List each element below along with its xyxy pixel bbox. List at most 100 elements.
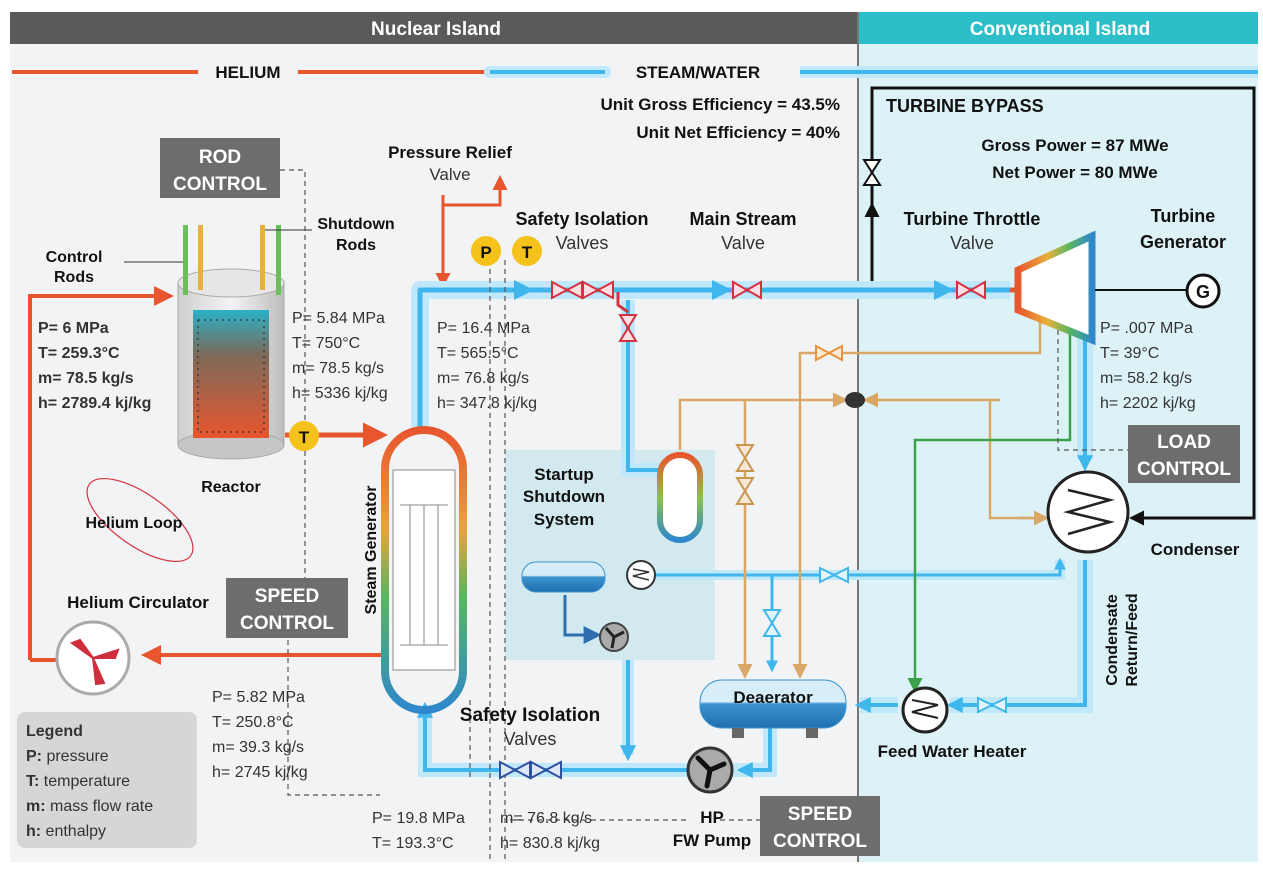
turbine-icon (1014, 230, 1096, 346)
reactor-inlet-state: P= 6 MPa T= 259.3°C m= 78.5 kg/s h= 2789… (38, 320, 151, 412)
deaerator-tank (699, 679, 847, 738)
startup-drain-line (563, 595, 602, 644)
condenser-label: Condenser (1151, 540, 1240, 559)
svg-text:h= 347.8 kj/kg: h= 347.8 kj/kg (437, 395, 537, 412)
svg-text:h= 2789.4 kj/kg: h= 2789.4 kj/kg (38, 395, 151, 412)
turbine-throttle-sub: Valve (950, 233, 994, 253)
main-stream-label: Main Stream (689, 209, 796, 229)
helium-loop-label: HELIUM (215, 63, 280, 82)
heater-extraction-line (907, 320, 1072, 693)
reactor-label: Reactor (201, 479, 261, 496)
startup-separator-tank (657, 452, 703, 543)
helium-circulator-icon (55, 620, 131, 696)
pressure-relief-label: Pressure Relief (388, 143, 512, 162)
svg-text:m= 39.3 kg/s: m= 39.3 kg/s (212, 739, 304, 756)
safety-isolation-bottom-label: Safety Isolation (460, 705, 600, 726)
svg-text:m= 76.8 kg/s: m= 76.8 kg/s (437, 370, 529, 387)
feedwater-pt-state: P= 19.8 MPa T= 193.3°C (372, 810, 465, 852)
net-power: Net Power = 80 MWe (992, 163, 1158, 182)
startup-drum (521, 561, 606, 593)
conventional-island-title: Conventional Island (970, 19, 1151, 40)
startup-label-1: Startup (534, 465, 594, 484)
rod-control-box: ROD CONTROL (160, 138, 280, 198)
legend-item-h: h: enthalpy (26, 823, 106, 840)
turbine-throttle-label: Turbine Throttle (904, 209, 1041, 229)
main-stream-valve-icon (732, 280, 762, 300)
svg-text:m= 78.5 kg/s: m= 78.5 kg/s (38, 370, 134, 387)
control-signal-lines (280, 169, 1128, 860)
turbine-generator-label-2: Generator (1140, 232, 1226, 252)
deaerator-label: Deaerator (733, 688, 813, 707)
svg-text:T= 39°C: T= 39°C (1100, 345, 1159, 362)
startup-pump-icon (599, 622, 629, 652)
legend-title: Legend (26, 723, 83, 740)
svg-text:P= 6 MPa: P= 6 MPa (38, 320, 109, 337)
speed-control-box-bottom: SPEED CONTROL (760, 796, 880, 856)
conventional-island-header (858, 12, 1258, 44)
safety-isolation-bottom-sub: Valves (504, 729, 557, 749)
pressure-relief-sub: Valve (429, 165, 470, 184)
svg-text:h= 2202 kj/kg: h= 2202 kj/kg (1100, 395, 1196, 412)
tan-valves-icon (735, 444, 755, 505)
turbine-bypass-label: TURBINE BYPASS (886, 96, 1044, 116)
startup-valve-icon (618, 314, 638, 342)
svg-text:T= 259.3°C: T= 259.3°C (38, 345, 120, 362)
turbine-bypass-line (870, 86, 1256, 526)
svg-text:P= 5.84 MPa: P= 5.84 MPa (292, 310, 385, 327)
hp-pump-label-1: HP (700, 808, 724, 827)
svg-text:SPEED: SPEED (788, 804, 852, 825)
startup-heat-exchanger-icon (626, 560, 656, 590)
main-stream-sub: Valve (721, 233, 765, 253)
startup-label-2: Shutdown (523, 487, 605, 506)
shutdown-rods-label-1: Shutdown (317, 216, 394, 233)
pressure-badge (471, 236, 501, 266)
startup-branch-line (621, 300, 662, 477)
reactor-vessel (124, 225, 312, 460)
generator-badge: G (1196, 282, 1210, 302)
feedwater-line (417, 701, 777, 778)
generator-icon (1185, 273, 1221, 309)
main-steam-line (411, 281, 1010, 430)
temperature-badge-label: T (522, 243, 533, 262)
pressure-badge-label: P (480, 243, 491, 262)
svg-text:T= 250.8°C: T= 250.8°C (212, 714, 294, 731)
svg-text:P= .007 MPa: P= .007 MPa (1100, 320, 1193, 337)
gross-efficiency: Unit Gross Efficiency = 43.5% (600, 95, 840, 114)
extraction-valve-icon (815, 344, 843, 362)
svg-text:h= 5336 kj/kg: h= 5336 kj/kg (292, 385, 388, 402)
svg-text:SPEED: SPEED (255, 586, 319, 607)
control-rods-label-1: Control (46, 249, 103, 266)
svg-text:T= 193.3°C: T= 193.3°C (372, 835, 454, 852)
svg-text:P= 5.82 MPa: P= 5.82 MPa (212, 689, 305, 706)
bypass-valve-icon (862, 159, 882, 186)
turbine-throttle-valve-icon (956, 280, 986, 300)
feedwater-mh-state: m= 76.8 kg/s h= 830.8 kj/kg (500, 810, 600, 852)
feed-water-heater-icon (901, 686, 949, 734)
feed-water-heater-label: Feed Water Heater (878, 742, 1027, 761)
legend-item-m: m: mass flow rate (26, 798, 153, 815)
condenser-icon (1046, 470, 1130, 554)
nuclear-island-header (10, 12, 858, 44)
net-efficiency: Unit Net Efficiency = 40% (636, 123, 840, 142)
svg-text:m= 58.2 kg/s: m= 58.2 kg/s (1100, 370, 1192, 387)
safety-isolation-top-label: Safety Isolation (515, 209, 648, 229)
svg-text:T= 750°C: T= 750°C (292, 335, 360, 352)
helium-circulator-label: Helium Circulator (67, 593, 209, 612)
sg-helium-outlet-state: P= 5.82 MPa T= 250.8°C m= 39.3 kg/s h= 2… (212, 689, 308, 781)
steam-generator-label: Steam Generator (363, 486, 380, 615)
svg-text:CONTROL: CONTROL (1137, 459, 1231, 480)
helium-return-line (28, 286, 174, 660)
startup-tap (616, 292, 629, 314)
speed-control-box-left: SPEED CONTROL (226, 578, 348, 638)
reactor-outlet-state: P= 5.84 MPa T= 750°C m= 78.5 kg/s h= 533… (292, 310, 388, 402)
safety-isolation-valve-icon (551, 280, 614, 300)
blue-valves-icon (762, 566, 1007, 714)
turbine-exhaust-state: P= .007 MPa T= 39°C m= 58.2 kg/s h= 2202… (1100, 320, 1196, 412)
legend-item-p: P: pressure (26, 748, 109, 765)
steam-generator (381, 426, 467, 714)
mixing-node (845, 392, 865, 408)
condensate-label-2: Return/Feed (1124, 593, 1141, 686)
main-steam-state: P= 16.4 MPa T= 565.5°C m= 76.8 kg/s h= 3… (437, 320, 537, 412)
load-control-box: LOAD CONTROL (1128, 425, 1240, 483)
